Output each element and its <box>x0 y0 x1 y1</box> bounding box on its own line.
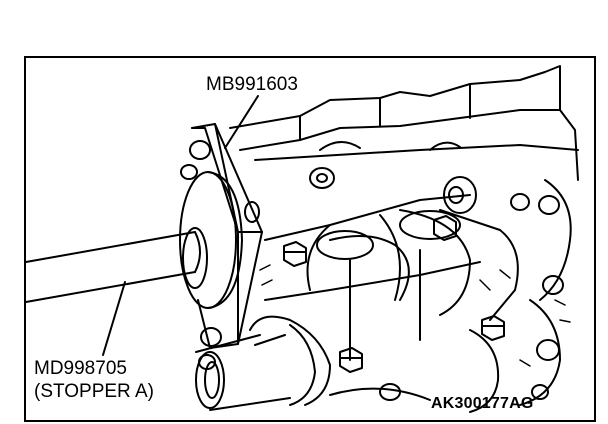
tool-disc <box>179 171 243 309</box>
illustration-frame <box>24 56 596 422</box>
tool-number-label: MB991603 <box>206 74 298 95</box>
part-number-label: MD998705 <box>34 358 127 379</box>
rod-bolts <box>283 215 505 373</box>
handle-bar <box>25 231 201 303</box>
block-bolts <box>309 167 564 401</box>
leader-lines <box>102 95 259 356</box>
engine-block <box>229 65 579 413</box>
figure-code-label: AK300177AG <box>431 395 534 412</box>
hatching <box>259 264 571 367</box>
crank-snout <box>195 315 331 411</box>
stopper-plate <box>180 123 263 370</box>
part-name-label: (STOPPER A) <box>34 381 155 402</box>
crankshaft <box>264 194 519 361</box>
